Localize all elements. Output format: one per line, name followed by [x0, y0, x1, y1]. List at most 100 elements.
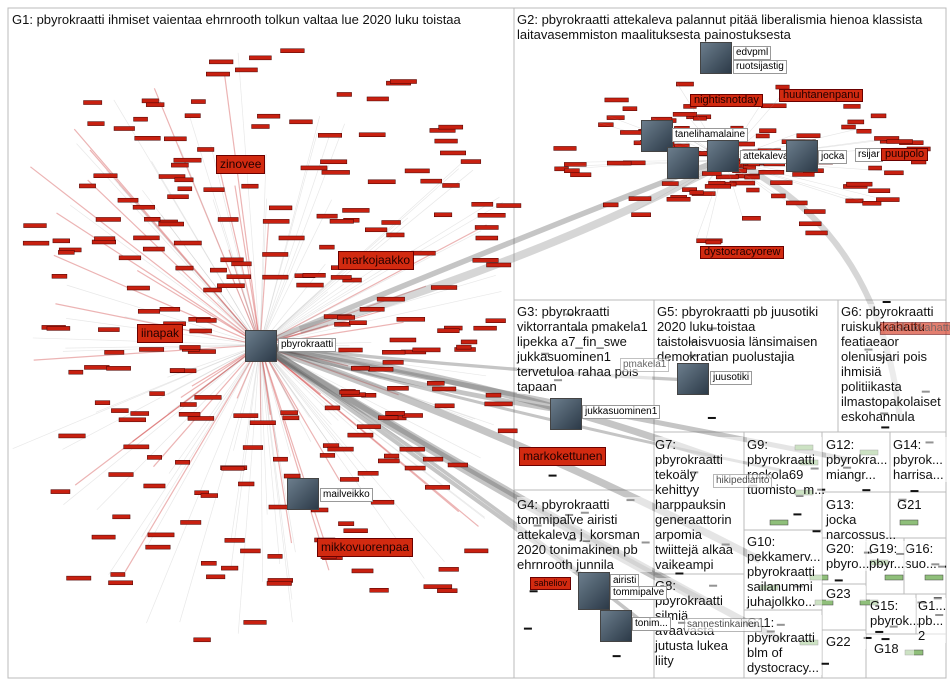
- edge: [74, 344, 261, 486]
- node-marker: [384, 453, 400, 459]
- node-marker: [420, 178, 442, 184]
- node-marker: [437, 588, 458, 593]
- edge: [259, 344, 486, 519]
- node-marker: [175, 460, 191, 465]
- node-marker: [553, 146, 577, 151]
- avatar-tonimakinen[interactable]: [600, 610, 632, 642]
- node-marker: [93, 173, 118, 178]
- node-label-attekaleva[interactable]: attekaleva: [740, 150, 792, 164]
- node-marker: [203, 287, 222, 293]
- node-marker: [139, 347, 165, 352]
- node-label-edvpml[interactable]: edvpml: [733, 46, 772, 60]
- edge: [258, 157, 721, 348]
- edge: [259, 344, 347, 452]
- node-label-mailveikko[interactable]: mailveikko: [320, 488, 373, 502]
- node-marker: [112, 514, 131, 520]
- node-marker: [798, 221, 822, 227]
- node-marker: [882, 301, 891, 304]
- avatar-jukkasuominen1[interactable]: [550, 398, 582, 430]
- group-label-g2: G2: pbyrokraatti attekaleva palannut pit…: [517, 12, 942, 42]
- node-marker: [338, 347, 363, 353]
- node-marker: [217, 283, 245, 288]
- node-marker: [197, 147, 215, 152]
- red-label-puupolo[interactable]: puupolo: [881, 148, 929, 161]
- node-marker: [108, 580, 133, 586]
- node-marker: [193, 637, 211, 643]
- node-marker: [438, 567, 459, 572]
- node-marker: [137, 309, 160, 314]
- edge: [95, 344, 261, 413]
- red-label-markokettunen[interactable]: markokettunen: [519, 447, 607, 466]
- node-label-jukkasuominen1[interactable]: jukkasuominen1: [582, 405, 661, 419]
- edge: [259, 344, 329, 551]
- group-label-g16: G16: suo...: [905, 541, 945, 571]
- avatar-mailveikko[interactable]: [287, 478, 319, 510]
- node-label-pbyrokraatti[interactable]: pbyrokraatti: [278, 338, 337, 352]
- node-marker: [707, 416, 716, 419]
- node-label-sannestinkainen[interactable]: sannestinkainen: [684, 618, 763, 632]
- node-marker: [300, 165, 328, 171]
- node-marker: [843, 104, 861, 109]
- edge: [259, 196, 500, 346]
- node-label-ruotsijastig[interactable]: ruotsijastig: [733, 60, 787, 74]
- node-label-jocka[interactable]: jocka: [818, 150, 848, 164]
- edge: [167, 344, 261, 414]
- red-label-markojaakko[interactable]: markojaakko: [338, 251, 415, 270]
- node-marker: [456, 344, 472, 350]
- node-label-tommipalve[interactable]: tommipalve: [610, 586, 668, 600]
- node-marker: [370, 499, 395, 505]
- node-marker: [336, 92, 352, 97]
- avatar-pbyrokraatti[interactable]: [245, 330, 277, 362]
- node-label-rsijar[interactable]: rsijar: [855, 148, 883, 162]
- avatar-attekaleva[interactable]: [707, 140, 739, 172]
- node-label-pmakela1[interactable]: pmakela1: [620, 358, 670, 372]
- group-label-g22: G22: [826, 634, 866, 649]
- node-label-hikipedianto[interactable]: hikipedianto: [713, 474, 773, 488]
- node-marker: [447, 462, 468, 468]
- avatar-jocka[interactable]: [786, 140, 818, 172]
- node-label-tonimakinen[interactable]: tonim...: [632, 617, 671, 631]
- node-marker: [51, 274, 68, 279]
- red-label-zinovee[interactable]: zinovee: [216, 155, 266, 174]
- edge: [113, 99, 261, 346]
- node-marker: [318, 133, 342, 138]
- red-label-ruiskukkahattu[interactable]: ruiskukkahattu: [880, 322, 950, 335]
- node-marker: [324, 405, 341, 411]
- node-marker: [423, 584, 453, 589]
- node-marker: [118, 417, 146, 423]
- node-marker: [424, 485, 450, 490]
- node-marker: [241, 183, 259, 189]
- node-marker: [910, 490, 919, 493]
- avatar-airisti[interactable]: [578, 572, 610, 610]
- avatar-juusotiki[interactable]: [677, 363, 709, 395]
- edge: [118, 184, 261, 346]
- node-marker: [238, 481, 255, 487]
- node-label-juusotiki[interactable]: juusotiki: [710, 371, 753, 385]
- red-label-dystocracyorew[interactable]: dystocracyorew: [700, 246, 785, 259]
- node-marker: [359, 306, 385, 312]
- red-label-nightisnotday[interactable]: nightisnotday: [690, 94, 763, 107]
- edge: [87, 179, 261, 346]
- edge: [30, 166, 261, 346]
- node-marker: [758, 170, 785, 175]
- node-marker: [485, 318, 506, 323]
- red-label-iinapak[interactable]: iinapak: [137, 324, 184, 343]
- node-marker: [257, 113, 281, 119]
- edge: [124, 344, 261, 573]
- node-marker: [143, 483, 166, 489]
- red-label-saheliov[interactable]: saheliov: [530, 577, 572, 590]
- red-label-mikkovuorenpaa[interactable]: mikkovuorenpaa: [317, 538, 414, 557]
- edge: [141, 344, 261, 538]
- avatar-user-g2[interactable]: [667, 147, 699, 179]
- node-marker: [666, 196, 691, 202]
- node-marker: [486, 262, 512, 268]
- edge: [56, 212, 261, 346]
- red-label-huuhtanenpanu[interactable]: huuhtanenpanu: [779, 89, 864, 102]
- avatar-tanelihamalaine[interactable]: [641, 120, 673, 152]
- edge: [259, 342, 571, 415]
- avatar-edvpml[interactable]: [700, 42, 732, 74]
- node-marker: [805, 230, 828, 236]
- node-marker: [351, 365, 370, 371]
- node-marker: [434, 138, 458, 144]
- node-marker: [79, 183, 96, 189]
